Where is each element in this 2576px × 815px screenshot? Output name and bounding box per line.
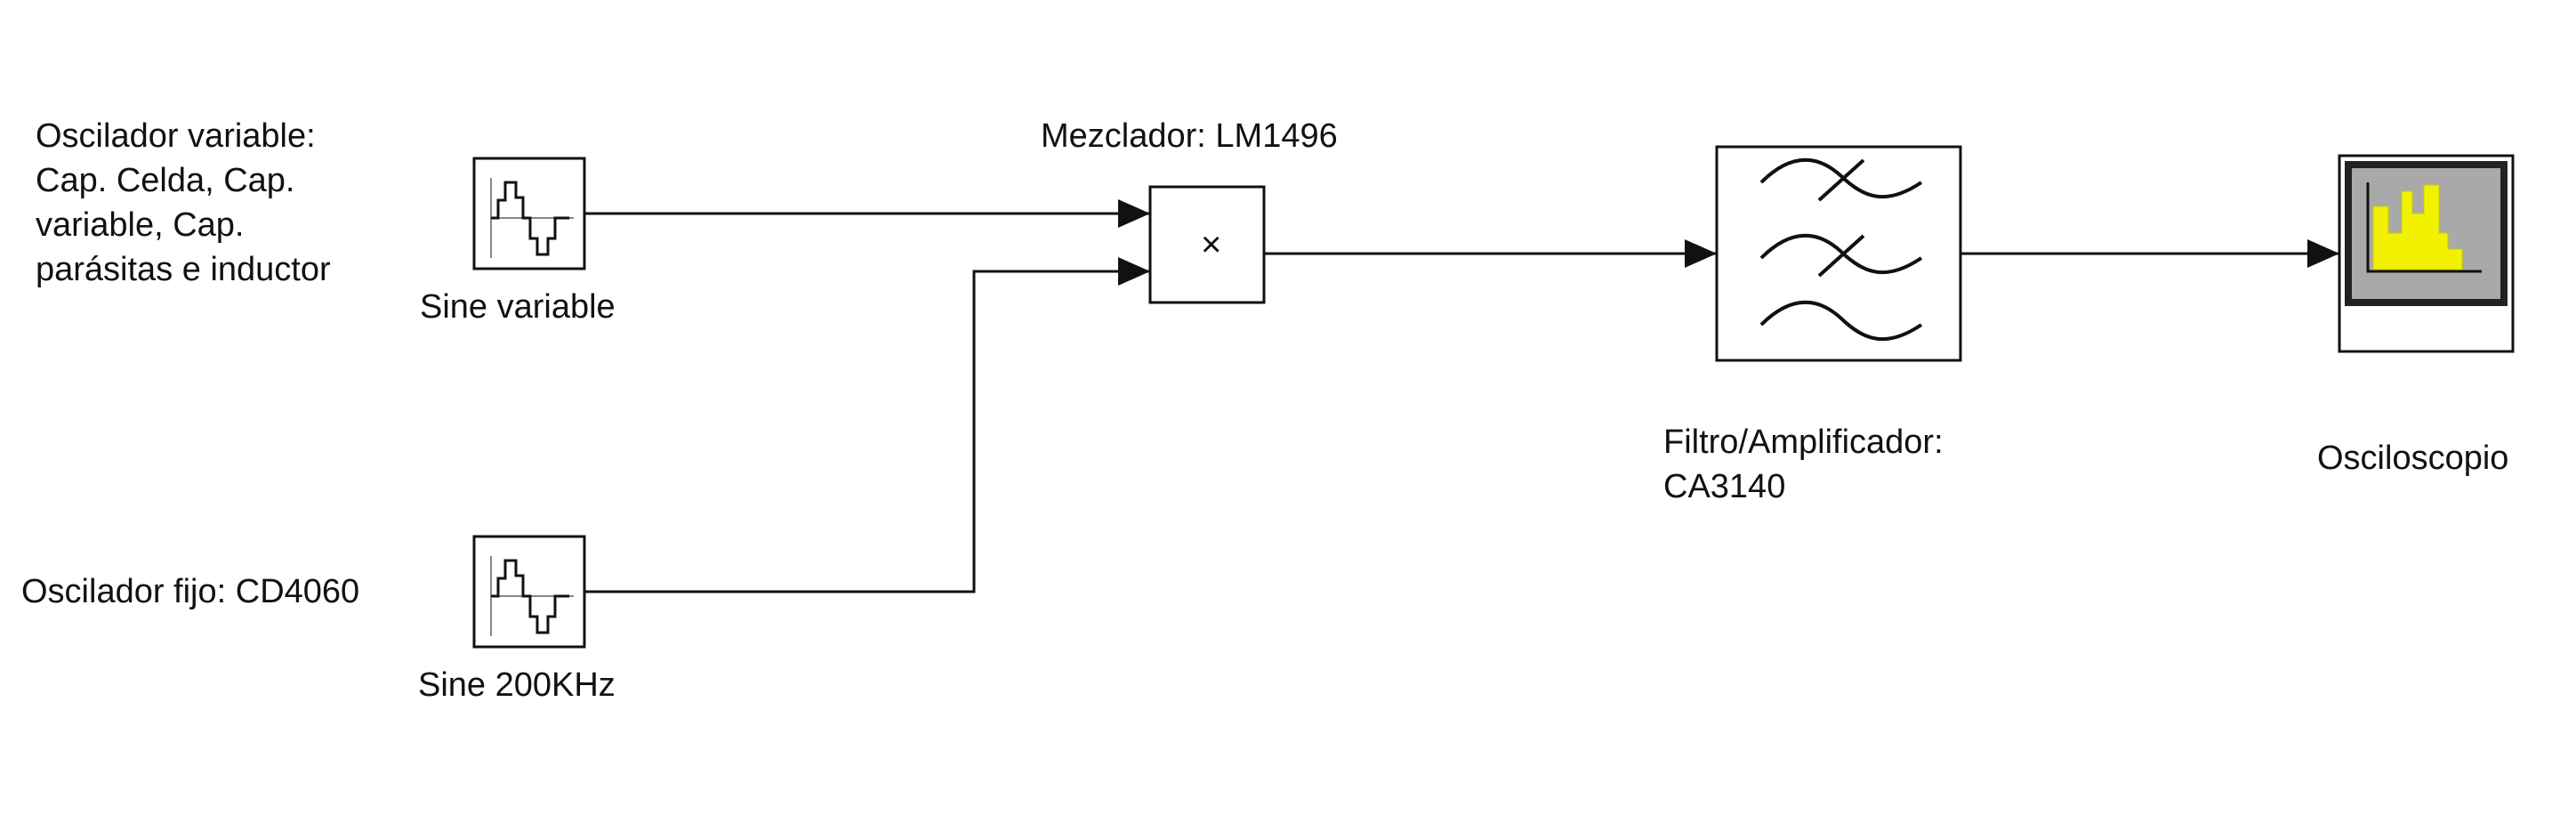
sine-variable-block[interactable] [472, 157, 586, 270]
osc-variable-line: Cap. Celda, Cap. [36, 162, 295, 199]
osc-variable-line: variable, Cap. [36, 206, 245, 244]
oscilloscope-label: Osciloscopio [2317, 440, 2509, 477]
sine-variable-label: Sine variable [420, 288, 616, 326]
mixer-block[interactable] [1148, 185, 1266, 304]
filter-block[interactable] [1715, 145, 1962, 362]
connections [584, 199, 2339, 593]
oscillator-fixed-label: Oscilador fijo: CD4060 [21, 573, 360, 610]
scope-icon [2345, 161, 2508, 306]
sine-200khz-block[interactable] [472, 535, 586, 649]
oscillator-variable-label: Oscilador variable: Cap. Celda, Cap. var… [36, 114, 331, 292]
filter-label: Filtro/Amplificador: CA3140 [1663, 420, 1944, 509]
filter-label-line: CA3140 [1663, 468, 1786, 505]
sine-wave-icon [490, 178, 574, 258]
sine-200khz-label: Sine 200KHz [418, 666, 616, 704]
product-icon: × [1201, 225, 1222, 264]
mixer-label: Mezclador: LM1496 [1041, 117, 1338, 155]
filter-bank-icon [1759, 157, 1923, 342]
osc-variable-line: Oscilador variable: [36, 117, 316, 155]
sine-wave-icon [490, 556, 574, 636]
wire-sine-200khz-to-mixer [584, 257, 1150, 593]
filter-label-line: Filtro/Amplificador: [1663, 424, 1944, 461]
oscilloscope-block[interactable] [2338, 154, 2515, 353]
osc-variable-line: parásitas e inductor [36, 251, 331, 288]
